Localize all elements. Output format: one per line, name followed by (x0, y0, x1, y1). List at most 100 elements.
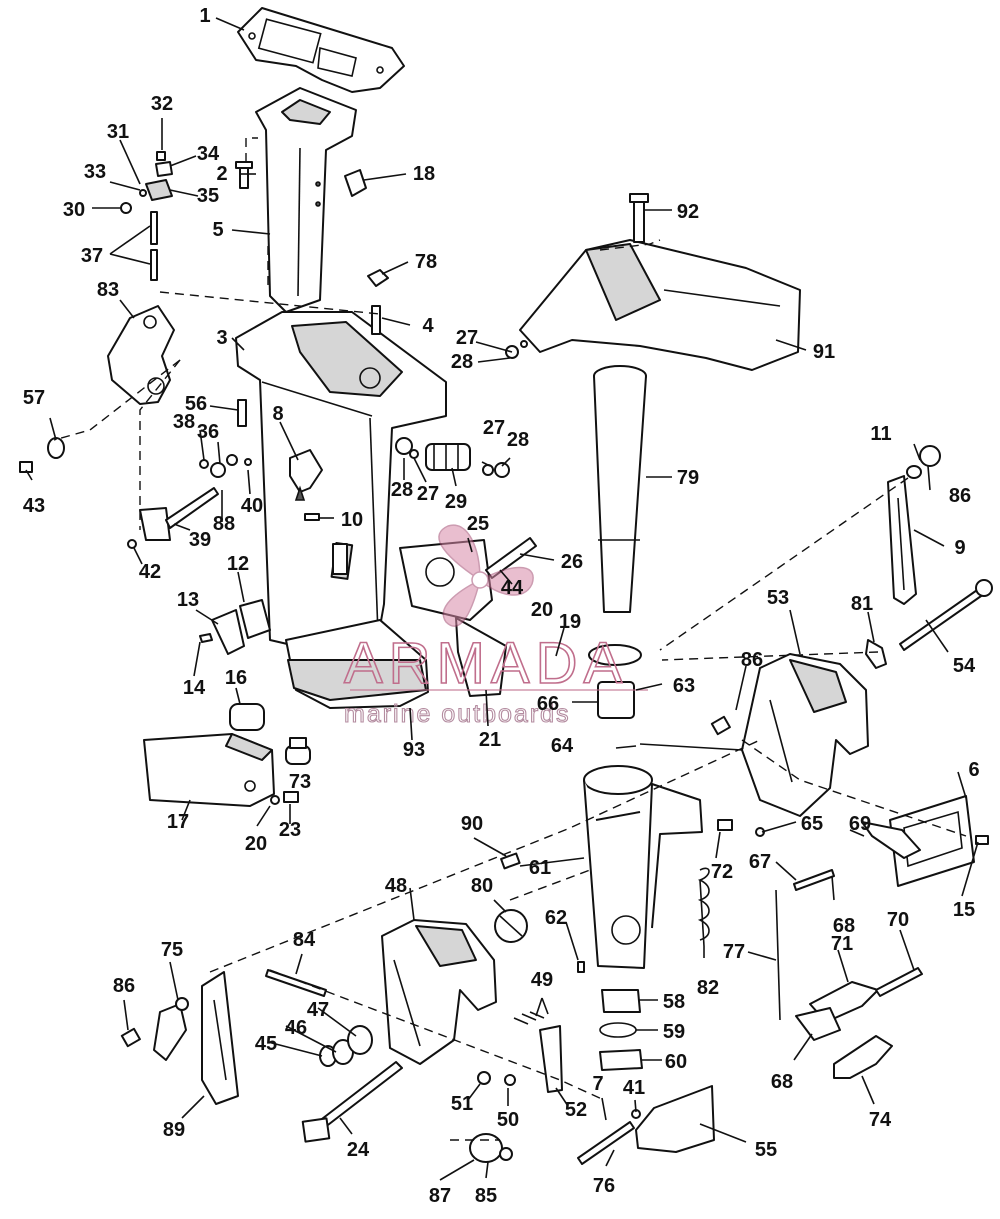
callout-43: 43 (23, 495, 45, 517)
callout-20b: 20 (245, 833, 267, 855)
callout-68a: 68 (833, 915, 855, 937)
callout-48: 48 (385, 875, 407, 897)
callout-68b: 68 (771, 1071, 793, 1093)
callout-84: 84 (293, 929, 316, 951)
callout-19: 19 (559, 611, 581, 633)
callout-88: 88 (213, 513, 235, 535)
callout-86a: 86 (949, 485, 971, 507)
callout-73: 73 (289, 771, 311, 793)
spring-49-lever-52 (513, 1011, 563, 1093)
callout-39: 39 (189, 529, 211, 551)
callout-91: 91 (813, 341, 835, 363)
callout-29: 29 (445, 491, 467, 513)
callout-52: 52 (565, 1099, 587, 1121)
callout-86c: 86 (113, 975, 135, 997)
pin-61-detail-62-90 (500, 852, 585, 973)
shaft-24 (301, 1061, 403, 1143)
callout-28b: 28 (507, 429, 529, 451)
callout-20a: 20 (531, 599, 553, 621)
callout-40: 40 (241, 495, 263, 517)
callout-45: 45 (255, 1033, 277, 1055)
callout-33: 33 (84, 161, 106, 183)
callout-76: 76 (593, 1175, 615, 1197)
stud-56 (237, 399, 247, 427)
callout-83: 83 (97, 279, 119, 301)
callout-21: 21 (479, 729, 501, 751)
cover-17 (143, 733, 275, 807)
callout-87: 87 (429, 1185, 451, 1207)
callout-41: 41 (623, 1077, 645, 1099)
callout-61: 61 (529, 857, 551, 879)
callout-8: 8 (272, 403, 283, 425)
callout-26: 26 (561, 551, 583, 573)
callout-71: 71 (831, 933, 853, 955)
clamp-bracket-53 (741, 653, 869, 817)
callout-28a: 28 (451, 351, 473, 373)
callout-92: 92 (677, 201, 699, 223)
damper-16 (229, 703, 265, 731)
callout-30: 30 (63, 199, 85, 221)
callout-53: 53 (767, 587, 789, 609)
tilt-lever-89 (201, 971, 239, 1105)
callout-labels: 1 2 3 4 5 6 7 8 9 10 11 12 13 14 15 16 1… (23, 5, 980, 1207)
pin-76-and-lever-55 (577, 1085, 715, 1165)
callout-6: 6 (968, 759, 979, 781)
bolt-92 (629, 193, 649, 243)
plug-73 (285, 737, 311, 765)
callout-49: 49 (531, 969, 553, 991)
callout-15: 15 (953, 899, 975, 921)
spring-82 (699, 879, 705, 947)
callout-10: 10 (341, 509, 363, 531)
callout-59: 59 (663, 1021, 685, 1043)
callout-27b: 27 (483, 417, 505, 439)
mount-29 (395, 340, 528, 478)
lever-69 (861, 821, 921, 859)
hook-74 (833, 1035, 893, 1079)
screw-84 (265, 969, 327, 997)
callout-32: 32 (151, 93, 173, 115)
callout-17: 17 (167, 811, 189, 833)
callout-70: 70 (887, 909, 909, 931)
callout-79: 79 (677, 467, 699, 489)
callout-44: 44 (501, 577, 524, 599)
callout-27a: 27 (456, 327, 478, 349)
watermark-brand: ARMADA (344, 631, 628, 696)
washers-45-47 (319, 1025, 373, 1067)
gasket-1 (237, 7, 405, 93)
callout-12: 12 (227, 553, 249, 575)
callout-90: 90 (461, 813, 483, 835)
callout-81: 81 (851, 593, 873, 615)
armada-watermark: ARMADA marine outboards (343, 524, 648, 729)
callout-66: 66 (537, 693, 559, 715)
callout-75: 75 (161, 939, 183, 961)
stop-80 (494, 909, 528, 943)
bushings-58-60 (599, 989, 643, 1071)
lever-75 (120, 997, 189, 1061)
callout-46: 46 (285, 1017, 307, 1039)
callout-69: 69 (849, 813, 871, 835)
swivel-pin-79 (593, 365, 647, 613)
plate-12-13 (199, 543, 348, 655)
callout-47: 47 (307, 999, 329, 1021)
leader-lines (25, 17, 979, 1181)
screw-23-washer-20 (270, 791, 299, 805)
callout-36: 36 (197, 421, 219, 443)
callout-28c: 28 (391, 479, 413, 501)
callout-11: 11 (870, 423, 891, 445)
callout-89: 89 (163, 1119, 185, 1141)
callout-25: 25 (467, 513, 489, 535)
callout-74: 74 (869, 1109, 892, 1131)
callout-16: 16 (225, 667, 247, 689)
callout-65: 65 (801, 813, 823, 835)
callout-37: 37 (81, 245, 103, 267)
callout-80: 80 (471, 875, 493, 897)
propeller-logo (438, 524, 534, 627)
exhaust-housing-5 (255, 87, 357, 313)
callout-62: 62 (545, 907, 567, 929)
callout-24: 24 (347, 1139, 370, 1161)
callout-86b: 86 (741, 649, 763, 671)
callout-9: 9 (954, 537, 965, 559)
bushing-63-66 (588, 644, 642, 749)
